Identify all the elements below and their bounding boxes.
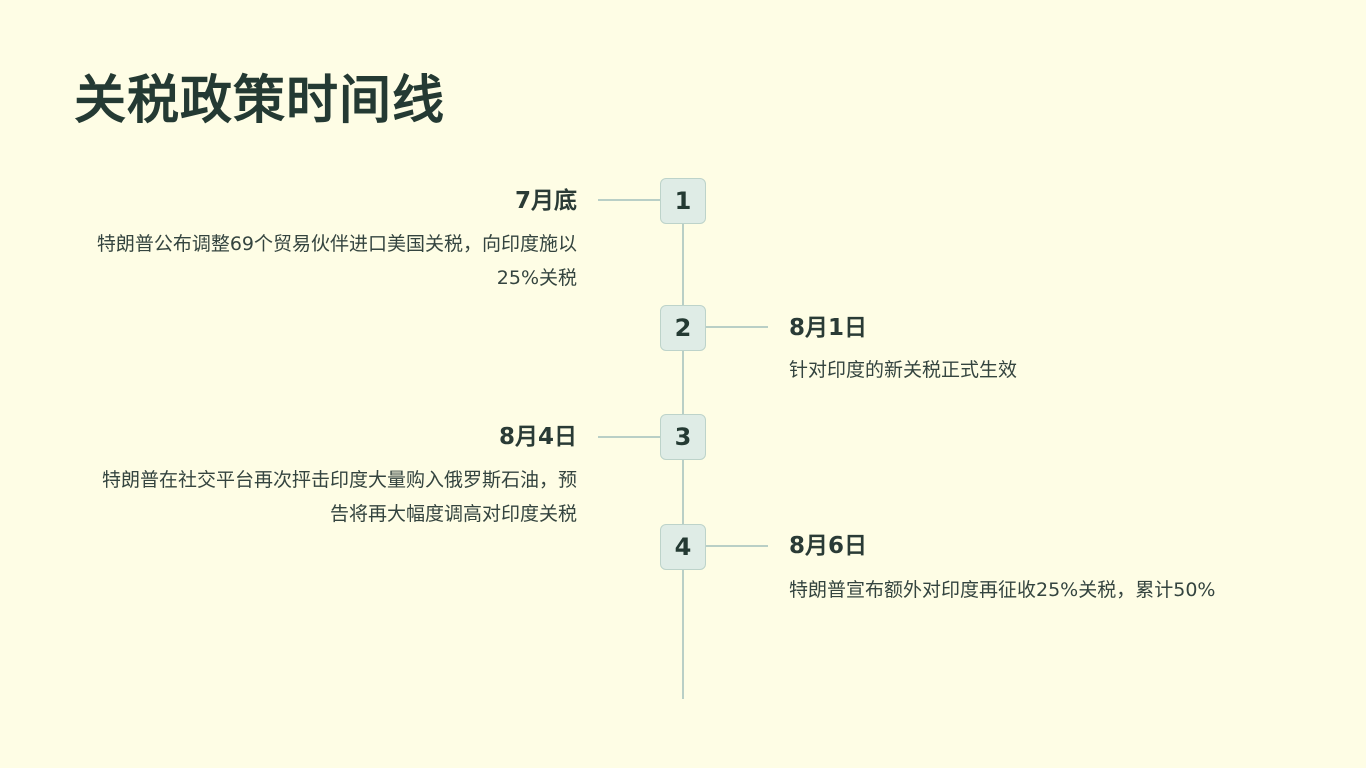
page-title: 关税政策时间线 (74, 71, 446, 131)
event-description-1: 特朗普公布调整69个贸易伙伴进口美国关税，向印度施以25%关税 (96, 233, 577, 289)
step-marker-1: 1 (660, 178, 706, 224)
event-description-3: 特朗普在社交平台再次抨击印度大量购入俄罗斯石油，预告将再大幅度调高对印度关税 (101, 469, 577, 525)
step-marker-4: 4 (660, 524, 706, 570)
event-description-2: 针对印度的新关税正式生效 (789, 359, 1018, 381)
step-marker-3: 3 (660, 414, 706, 460)
connector-line-4 (706, 545, 768, 547)
connector-line-2 (706, 326, 768, 328)
connector-line-3 (598, 436, 660, 438)
step-marker-2: 2 (660, 305, 706, 351)
event-description-4: 特朗普宣布额外对印度再征收25%关税，累计50% (789, 579, 1216, 601)
event-date-2: 8月1日 (789, 315, 868, 341)
connector-line-1 (598, 199, 660, 201)
event-date-4: 8月6日 (789, 533, 868, 559)
event-date-1: 7月底 (514, 188, 577, 214)
event-date-3: 8月4日 (498, 424, 577, 450)
